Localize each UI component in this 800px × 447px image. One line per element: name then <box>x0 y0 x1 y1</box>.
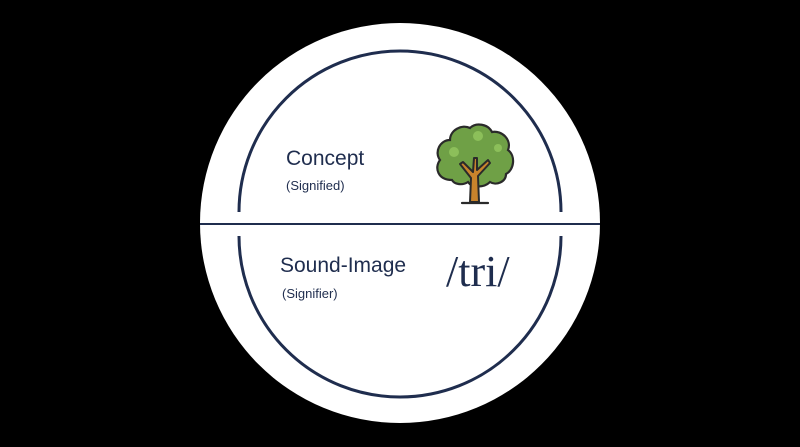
tree-icon <box>436 123 515 205</box>
phonetic-transcription: /tri/ <box>446 247 510 296</box>
concept-subtitle: (Signified) <box>286 178 345 193</box>
lower-arc <box>237 235 563 399</box>
sound-image-title: Sound-Image <box>280 254 407 277</box>
concept-title: Concept <box>286 147 365 170</box>
sound-image-subtitle: (Signifier) <box>282 286 338 301</box>
upper-arc <box>237 49 563 213</box>
